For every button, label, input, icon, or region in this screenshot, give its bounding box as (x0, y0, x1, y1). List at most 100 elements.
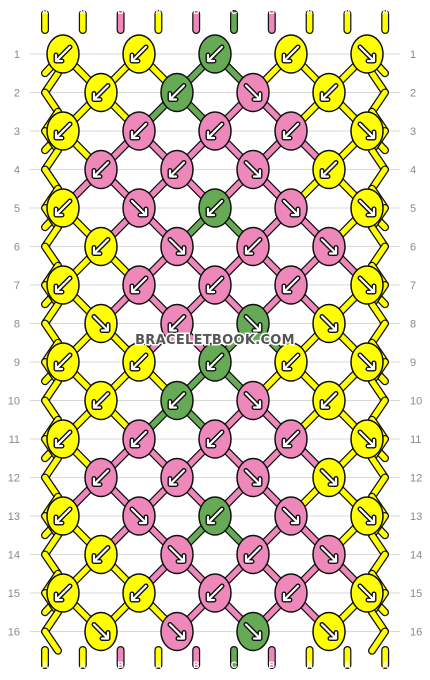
knot-arrow-icon (358, 353, 376, 371)
row-number-right: 10 (410, 396, 422, 408)
row-number-left: 1 (14, 49, 20, 61)
knot (350, 34, 384, 74)
knot (122, 188, 156, 228)
knot-arrow-icon (358, 199, 376, 217)
knot-arrow-icon (358, 584, 376, 602)
knot (46, 188, 80, 228)
knot-arrow-icon (92, 161, 110, 178)
knot (198, 419, 232, 459)
knot (84, 380, 118, 421)
row-number-right: 1 (410, 49, 416, 61)
knot-arrow-icon (130, 353, 148, 371)
knot (122, 111, 156, 151)
strand-letter: A (155, 6, 162, 16)
strand-letter: C (231, 6, 238, 16)
knot-arrow-icon (244, 623, 262, 640)
knot (122, 419, 156, 459)
knot (84, 457, 118, 498)
knot (46, 573, 80, 613)
knot (46, 496, 80, 536)
row-number-left: 15 (8, 588, 20, 600)
knot-arrow-icon (320, 315, 338, 332)
knot-arrow-icon (358, 507, 376, 525)
strand-letter: B (193, 660, 200, 670)
knot (274, 342, 308, 382)
thread-segment (369, 628, 388, 654)
knot-arrow-icon (206, 45, 224, 63)
row-number-left: 3 (14, 126, 20, 138)
knot (84, 611, 118, 652)
row-number-left: 8 (14, 319, 20, 331)
knot-arrow-icon (168, 623, 186, 640)
strand-letter: B (193, 6, 200, 16)
knot-arrow-icon (54, 430, 72, 448)
knot (160, 72, 194, 113)
knot (312, 226, 346, 267)
knot-arrow-icon (358, 430, 376, 448)
knot (198, 111, 232, 151)
knot-arrow-icon (130, 122, 148, 140)
knot-arrow-icon (92, 84, 110, 101)
strand-letter: B (117, 6, 124, 16)
strand-letter: B (117, 660, 124, 670)
strand-letter: A (306, 6, 313, 16)
knot (160, 380, 194, 421)
knot (236, 226, 270, 267)
knot (122, 265, 156, 305)
row-number-left: 13 (8, 511, 20, 523)
knot (350, 265, 384, 305)
knot-arrow-icon (244, 84, 262, 101)
row-number-right: 9 (410, 357, 416, 369)
strand-letter: A (155, 660, 162, 670)
knot-arrow-icon (206, 276, 224, 294)
knot-grid (46, 34, 384, 652)
knot (46, 34, 80, 74)
knot (236, 303, 270, 344)
knot (350, 419, 384, 459)
knot-arrow-icon (54, 45, 72, 63)
knot (312, 611, 346, 652)
row-number-left: 10 (8, 396, 20, 408)
knot-arrow-icon (358, 45, 376, 63)
row-number-right: 7 (410, 280, 416, 292)
row-number-right: 3 (410, 126, 416, 138)
knot (198, 496, 232, 536)
knot-arrow-icon (282, 584, 300, 602)
knot (122, 496, 156, 536)
knot (236, 380, 270, 421)
knot-arrow-icon (54, 507, 72, 525)
knot-arrow-icon (130, 584, 148, 602)
knot-arrow-icon (282, 45, 300, 63)
knot-arrow-icon (92, 546, 110, 563)
knot-arrow-icon (130, 276, 148, 294)
knot-arrow-icon (54, 276, 72, 294)
knot-arrow-icon (282, 353, 300, 371)
row-number-right: 14 (410, 550, 422, 562)
knot-arrow-icon (92, 315, 110, 332)
knot (122, 342, 156, 382)
strand-letter: C (231, 660, 238, 670)
row-number-right: 16 (410, 627, 422, 639)
knot-arrow-icon (206, 584, 224, 602)
knot (198, 34, 232, 74)
knot (122, 573, 156, 613)
knot-arrow-icon (206, 430, 224, 448)
knot (84, 303, 118, 344)
knot (312, 534, 346, 575)
knot-arrow-icon (244, 469, 262, 486)
knot-arrow-icon (130, 430, 148, 448)
knot (160, 303, 194, 344)
row-number-left: 12 (8, 473, 20, 485)
row-number-left: 2 (14, 88, 20, 100)
knot (84, 534, 118, 575)
knot (198, 265, 232, 305)
knot (46, 265, 80, 305)
knot (350, 342, 384, 382)
knot (274, 265, 308, 305)
thread-segment (42, 628, 61, 654)
row-number-right: 15 (410, 588, 422, 600)
row-number-left: 16 (8, 627, 20, 639)
knot-arrow-icon (92, 238, 110, 255)
